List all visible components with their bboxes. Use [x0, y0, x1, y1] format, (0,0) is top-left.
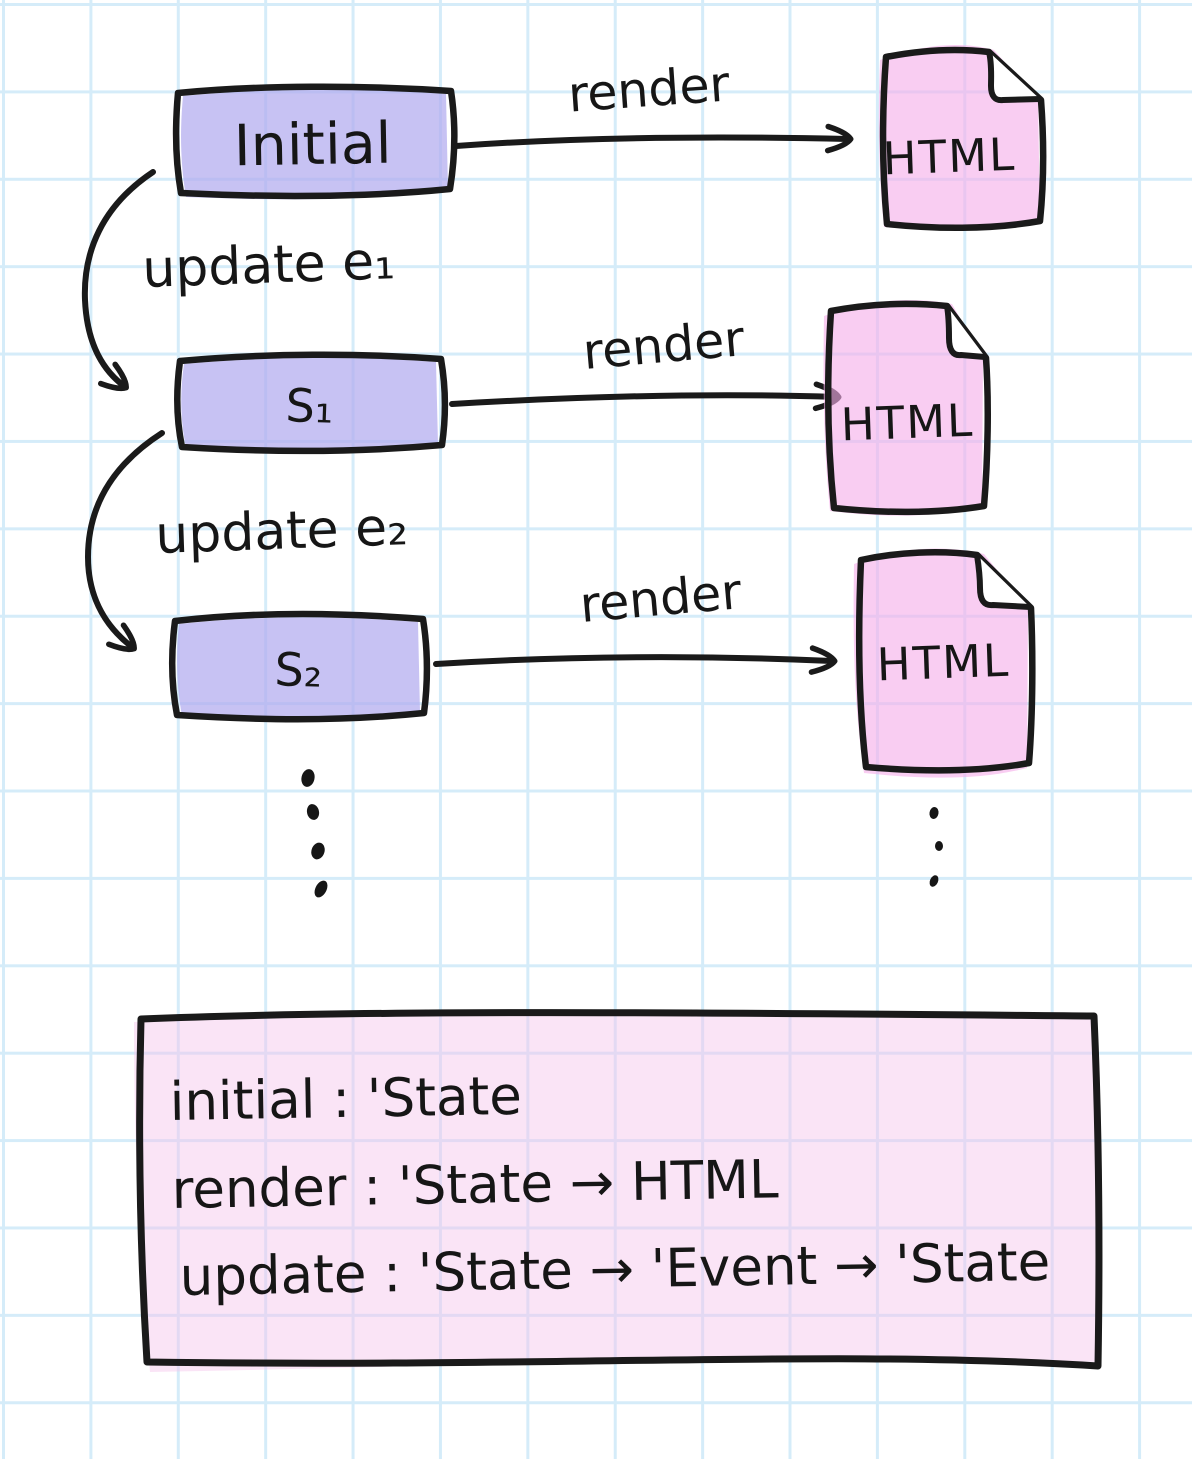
render-arrow-3: render — [433, 563, 838, 675]
ellipsis-dot — [929, 875, 939, 887]
html-document-3-outline — [855, 549, 1036, 774]
state-box-s1-outline — [173, 351, 449, 455]
signature-box-highlight — [134, 1013, 1098, 1372]
state-box-s2-highlight — [177, 617, 420, 721]
render-arrow-1: render — [453, 55, 854, 154]
render-arrow-1-line — [453, 123, 854, 154]
ellipsis-dot — [935, 841, 943, 851]
state-label: S₁ — [285, 378, 334, 434]
state-box-s2-outline — [168, 610, 431, 723]
html-document-2: HTML — [823, 300, 991, 516]
signature-line-render: render : 'State → HTML — [171, 1149, 779, 1221]
render-arrow-3-line — [433, 645, 838, 675]
html-document-1-fold — [989, 52, 1041, 101]
state-box-initial: Initial — [172, 83, 458, 200]
render-arrow-2-line — [449, 381, 842, 412]
html-document-3: HTML — [853, 548, 1036, 778]
html-document-2-highlight — [823, 300, 983, 516]
signature-line-initial: initial : 'State — [169, 1066, 522, 1133]
update-arrow-1: update e₁ — [81, 169, 396, 392]
ellipsis-dot — [314, 880, 328, 898]
html-document-1: HTML — [878, 45, 1047, 232]
state-label: S₂ — [274, 642, 323, 698]
html-document-3-fold — [977, 555, 1031, 608]
render-arrow-3-label: render — [578, 563, 745, 634]
update-arrow-1-label: update e₁ — [141, 231, 396, 300]
state-box-initial-highlight — [181, 89, 449, 200]
ellipsis-dots-documents — [929, 807, 943, 887]
ellipsis-dot — [306, 804, 320, 820]
state-box-s2: S₂ — [168, 610, 431, 723]
ellipsis-dot — [301, 769, 315, 787]
signature-box-outline — [136, 1009, 1103, 1370]
html-document-3-fold-line — [974, 552, 1033, 610]
signature-box: initial : 'State render : 'State → HTML … — [134, 1009, 1103, 1372]
signature-line-update: update : 'State → 'Event → 'State — [179, 1232, 1051, 1308]
html-document-1-outline — [879, 46, 1047, 232]
update-arrow-2-curve — [85, 430, 165, 653]
html-document-2-fold-line — [944, 303, 988, 360]
html-document-1-fold-line — [986, 49, 1043, 104]
render-arrow-1-label: render — [566, 55, 732, 123]
render-arrow-2: render — [449, 310, 842, 412]
update-arrow-1-curve — [81, 169, 156, 392]
ellipsis-dots-states — [301, 769, 328, 898]
html-document-1-label: HTML — [882, 128, 1017, 186]
html-document-2-label: HTML — [840, 394, 975, 452]
html-document-2-outline — [825, 300, 991, 516]
ellipsis-dot — [929, 807, 939, 819]
html-document-2-fold — [947, 306, 986, 358]
render-arrow-2-label: render — [581, 310, 748, 381]
update-arrow-2-label: update e₂ — [154, 497, 409, 566]
ellipsis-dot — [311, 842, 325, 860]
update-arrow-2: update e₂ — [85, 430, 409, 653]
state-box-s1-highlight — [181, 357, 438, 453]
state-box-initial-outline — [172, 83, 458, 200]
state-label: Initial — [233, 111, 392, 180]
html-document-3-label: HTML — [876, 634, 1011, 692]
state-box-s1: S₁ — [173, 351, 449, 455]
